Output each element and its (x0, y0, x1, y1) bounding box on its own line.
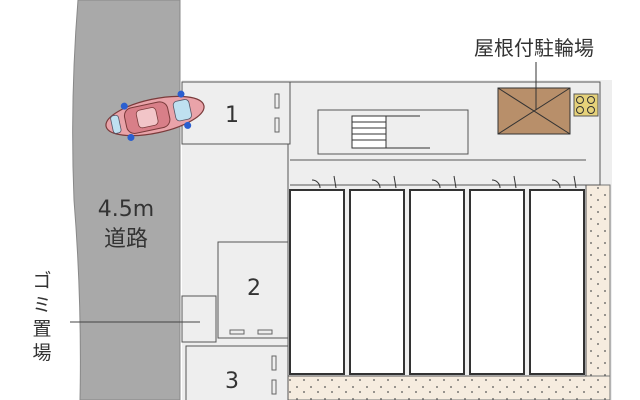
unit (409, 175, 465, 375)
garbage-label-char: 場 (32, 342, 51, 364)
road-width-label: 4.5m (98, 197, 154, 222)
garbage-label: ゴ ミ 置 場 (32, 270, 51, 364)
garbage-label-char: 置 (32, 318, 51, 340)
bike-roof-diagonal (497, 87, 571, 135)
unit (529, 175, 585, 375)
wheel-stop (257, 329, 273, 335)
wheel-stop (271, 355, 277, 371)
garbage-area (181, 295, 217, 343)
parking-space-number: 2 (247, 276, 261, 301)
unit (349, 175, 405, 375)
corridor-outline (317, 109, 469, 155)
bike-parking-label: 屋根付駐輪場 (474, 36, 594, 60)
garbage-label-char: ゴ (32, 270, 51, 292)
wheel-stop (274, 93, 280, 109)
parking-space-number: 3 (225, 369, 239, 394)
unit (469, 175, 525, 375)
planting-strip-right (585, 184, 611, 400)
bicycle-icon (573, 93, 599, 117)
planting-strip-bottom (287, 375, 611, 400)
unit (289, 175, 345, 375)
car-icon (105, 90, 205, 141)
road-name-label: 道路 (104, 227, 148, 252)
garbage-label-char: ミ (32, 294, 51, 316)
staircase (351, 115, 430, 149)
parking-space-number: 1 (225, 103, 239, 128)
wheel-stop (274, 117, 280, 133)
wheel-stop (229, 329, 245, 335)
wheel-stop (271, 379, 277, 395)
